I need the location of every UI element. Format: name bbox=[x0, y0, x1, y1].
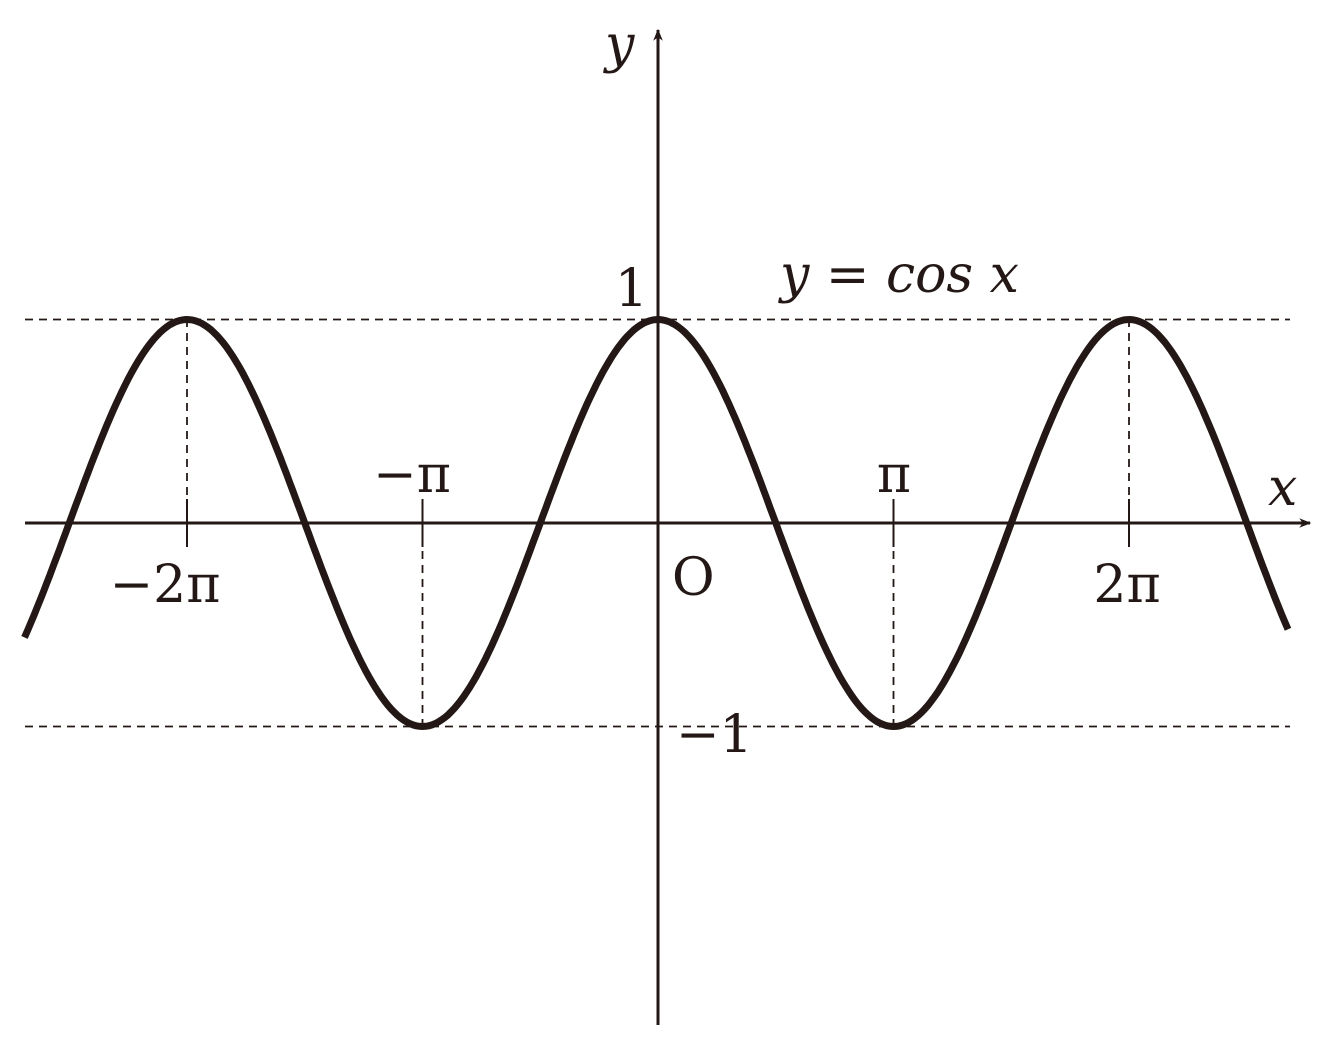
x-tick-label: π bbox=[877, 445, 911, 505]
x-tick-label: −2π bbox=[110, 555, 221, 615]
y-tick-label: −1 bbox=[676, 705, 753, 765]
x-tick-label: 2π bbox=[1093, 555, 1160, 615]
tick-marks bbox=[186, 499, 1130, 547]
x-tick-label: −π bbox=[373, 445, 451, 505]
y-axis-label: y bbox=[603, 15, 635, 75]
origin-label: O bbox=[672, 548, 715, 608]
x-axis-label: x bbox=[1268, 458, 1297, 518]
curve-label: y = cos x bbox=[778, 245, 1019, 305]
cosine-curve bbox=[21, 315, 1292, 731]
y-tick-label: 1 bbox=[615, 259, 648, 319]
